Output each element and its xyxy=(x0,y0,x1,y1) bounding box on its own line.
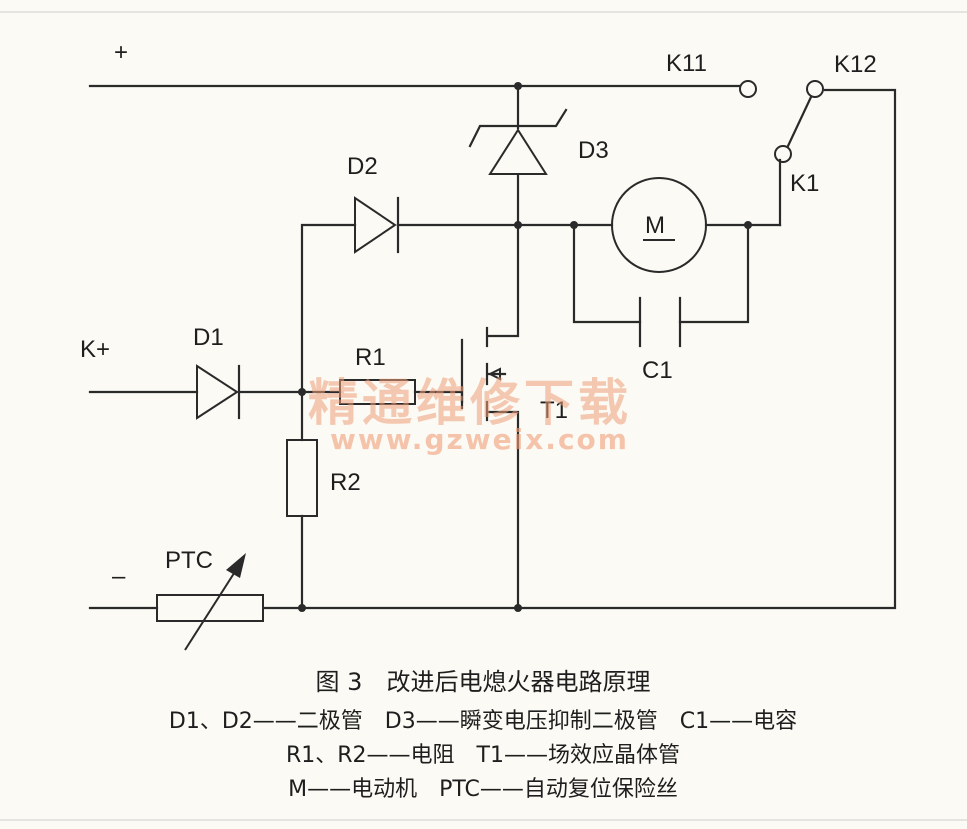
watermark-chinese: 精通维修下载 xyxy=(308,374,632,432)
t1-source-wire xyxy=(486,410,520,610)
ptc-label: PTC xyxy=(165,547,213,574)
r2-resistor-symbol xyxy=(286,439,318,517)
d3-label: D3 xyxy=(578,137,609,164)
k-plus-label: K+ xyxy=(80,336,110,363)
junction-dot xyxy=(514,82,522,90)
r2-label: R2 xyxy=(330,469,361,496)
k1-terminal-icon xyxy=(774,145,792,163)
junction-dot xyxy=(744,221,752,229)
junction-dot xyxy=(514,604,522,612)
c1-label: C1 xyxy=(642,357,673,384)
junction-dots xyxy=(298,82,752,612)
caption-line-2: R1、R2——电阻 T1——场效应晶体管 xyxy=(286,743,680,768)
d2-feed-wire xyxy=(300,223,357,394)
minus-label: – xyxy=(112,563,126,590)
k1-switch-arm xyxy=(786,95,813,148)
c1-left-wire xyxy=(572,223,642,324)
wires xyxy=(88,84,897,610)
caption-title: 图 3 改进后电熄火器电路原理 xyxy=(316,668,651,696)
d2-label: D2 xyxy=(347,153,378,180)
right-return-wire xyxy=(263,88,897,610)
motor-symbol xyxy=(611,177,707,273)
motor-label: M xyxy=(645,212,665,239)
caption-line-1: D1、D2——二极管 D3——瞬变电压抑制二极管 C1——电容 xyxy=(169,709,797,734)
junction-dot xyxy=(298,388,306,396)
watermark-url: www.gzweix.com xyxy=(330,423,629,456)
k11-label: K11 xyxy=(666,50,707,77)
d1-label: D1 xyxy=(193,324,224,351)
component-labels: + – K+ D1 D2 D3 R1 R2 T1 C1 M K1 K11 K12… xyxy=(80,39,877,590)
d3-tvs-diode-symbol xyxy=(468,108,568,175)
c1-capacitor-symbol xyxy=(638,296,682,348)
d2-diode-symbol xyxy=(354,196,400,254)
k11-terminal-icon xyxy=(739,80,757,98)
caption-line-3: M——电动机 PTC——自动复位保险丝 xyxy=(288,777,678,802)
k1-label: K1 xyxy=(790,170,819,197)
figure-caption: 图 3 改进后电熄火器电路原理 D1、D2——二极管 D3——瞬变电压抑制二极管… xyxy=(169,668,797,802)
junction-dot xyxy=(298,604,306,612)
r1-label: R1 xyxy=(355,344,386,371)
junction-dot xyxy=(514,221,522,229)
d1-diode-symbol xyxy=(196,364,241,420)
junction-dot xyxy=(570,221,578,229)
plus-label: + xyxy=(114,39,128,66)
t1-label: T1 xyxy=(540,397,568,424)
t1-mosfet-symbol xyxy=(460,326,501,422)
c1-right-wire xyxy=(678,223,750,324)
r1-resistor-symbol xyxy=(339,379,416,405)
k12-terminal-icon xyxy=(806,80,824,98)
t1-drain-wire xyxy=(486,223,520,338)
ptc-fuse-symbol xyxy=(156,553,264,651)
k12-label: K12 xyxy=(834,51,877,78)
